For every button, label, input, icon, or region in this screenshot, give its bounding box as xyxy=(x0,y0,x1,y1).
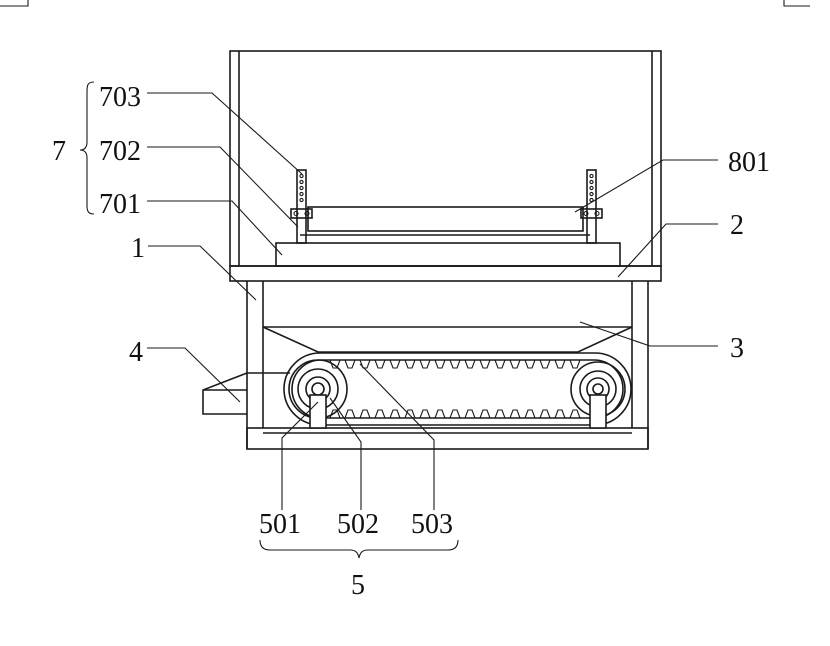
belt-tooth xyxy=(464,409,476,419)
label-502: 502 xyxy=(337,509,379,540)
belt-tooth xyxy=(389,359,401,369)
label-1: 1 xyxy=(131,233,145,264)
belt-tooth xyxy=(374,359,386,369)
belt-tooth xyxy=(554,359,566,369)
brace-5 xyxy=(259,539,459,559)
label-5: 5 xyxy=(351,570,365,601)
belt-tooth xyxy=(494,359,506,369)
left-post xyxy=(290,169,313,244)
belt-tooth xyxy=(434,409,446,419)
belt-teeth-top xyxy=(329,359,581,369)
belt-tooth xyxy=(464,359,476,369)
belt-tooth xyxy=(404,409,416,419)
belt-tooth xyxy=(479,409,491,419)
belt-tooth xyxy=(449,359,461,369)
belt-tooth xyxy=(374,409,386,419)
label-501: 501 xyxy=(259,509,301,540)
label-3: 3 xyxy=(730,333,744,364)
right-sprocket xyxy=(570,361,626,429)
belt-tooth xyxy=(449,409,461,419)
label-7: 7 xyxy=(52,136,66,167)
belt-tooth xyxy=(509,359,521,369)
belt-tooth xyxy=(524,359,536,369)
label-4: 4 xyxy=(129,337,143,368)
brace-7 xyxy=(79,81,95,215)
press-bar-801 xyxy=(300,206,590,236)
belt-tooth xyxy=(539,359,551,369)
right-post xyxy=(580,169,603,244)
belt-tooth xyxy=(389,409,401,419)
discharge-chute-4 xyxy=(202,372,290,415)
label-701: 701 xyxy=(99,189,141,220)
left-sprocket xyxy=(288,359,348,429)
base-plate xyxy=(229,265,662,282)
belt-tooth xyxy=(359,409,371,419)
hopper-3 xyxy=(262,326,633,353)
label-2: 2 xyxy=(730,210,744,241)
belt-tooth xyxy=(524,409,536,419)
belt-tooth xyxy=(479,359,491,369)
label-703: 703 xyxy=(99,82,141,113)
conveyor-5 xyxy=(283,352,632,429)
belt-tooth xyxy=(569,359,581,369)
belt-tooth xyxy=(539,409,551,419)
label-702: 702 xyxy=(99,136,141,167)
label-801: 801 xyxy=(728,147,770,178)
belt-tooth xyxy=(419,359,431,369)
corner-marks xyxy=(0,0,810,7)
belt-tooth xyxy=(419,409,431,419)
label-503: 503 xyxy=(411,509,453,540)
belt-teeth-bottom xyxy=(329,409,581,419)
belt-tooth xyxy=(344,359,356,369)
belt-tooth xyxy=(344,409,356,419)
belt-tooth xyxy=(554,409,566,419)
belt-tooth xyxy=(359,359,371,369)
lower-frame xyxy=(246,281,649,450)
belt-tooth xyxy=(569,409,581,419)
belt-tooth xyxy=(434,359,446,369)
belt-tooth xyxy=(494,409,506,419)
belt-tooth xyxy=(404,359,416,369)
leader-lines xyxy=(147,92,718,510)
platform-701 xyxy=(275,242,621,267)
belt-tooth xyxy=(509,409,521,419)
